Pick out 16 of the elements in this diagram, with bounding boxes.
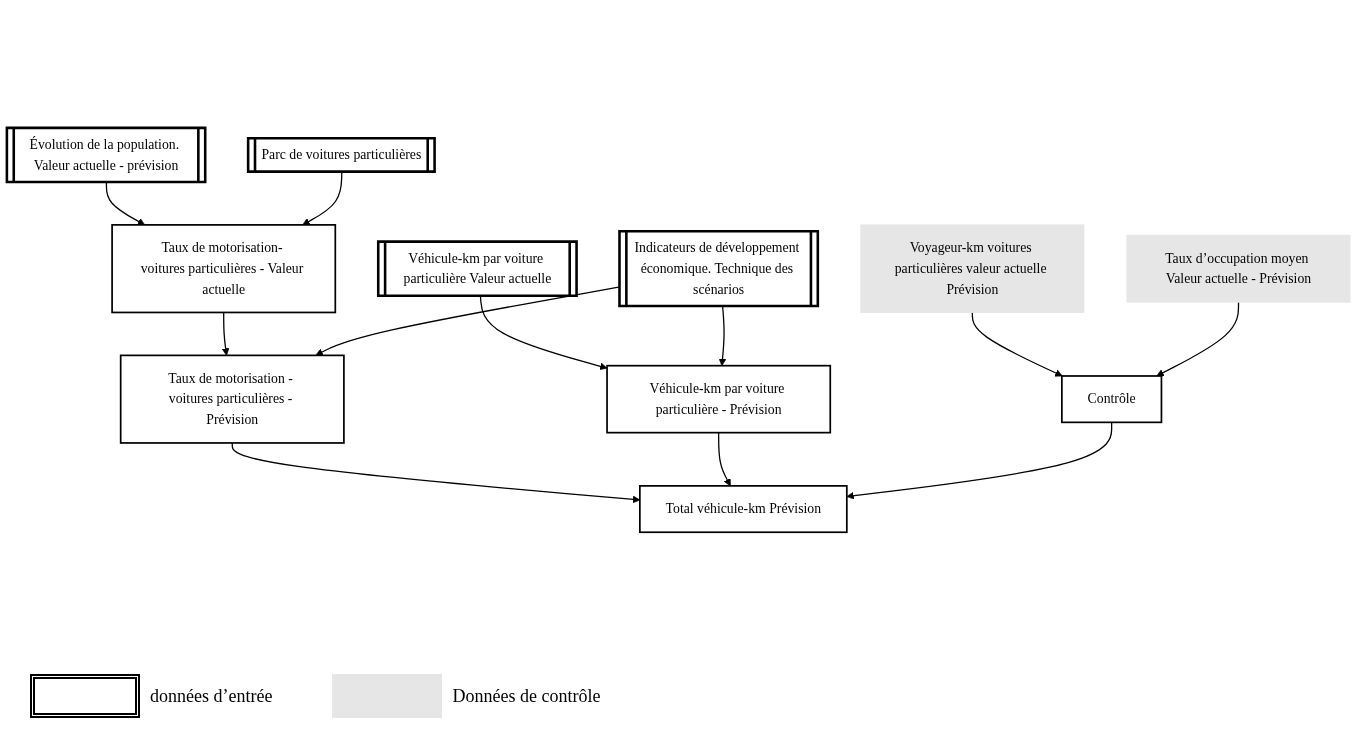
- arrow: [105, 182, 146, 226]
- arrow: [971, 312, 1063, 377]
- node-box: Contrôle: [1061, 375, 1163, 424]
- node-box: Taux d’occupation moyen Valeur actuelle - Prévision: [1126, 235, 1351, 303]
- legend-label: données d’entrée: [150, 685, 273, 707]
- arrow: [846, 422, 1113, 500]
- legend-label: Données de contrôle: [452, 685, 601, 707]
- node-box: Total véhicule-km Prévision: [639, 485, 848, 534]
- arrow: [718, 432, 731, 487]
- arrow: [718, 306, 727, 367]
- node-box: Véhicule-km par voiture particulière - Prévision: [606, 365, 832, 434]
- node-box: Taux de motorisation - voitures particulières - Prévision: [119, 354, 345, 445]
- node-box: Taux de motorisation- voitures particulières - Valeur actuelle: [111, 224, 337, 314]
- arrow: [221, 312, 230, 357]
- arrow: [1156, 301, 1240, 377]
- node-box: Voyageur-km voitures particulières valeur actuelle Prévision: [860, 224, 1085, 314]
